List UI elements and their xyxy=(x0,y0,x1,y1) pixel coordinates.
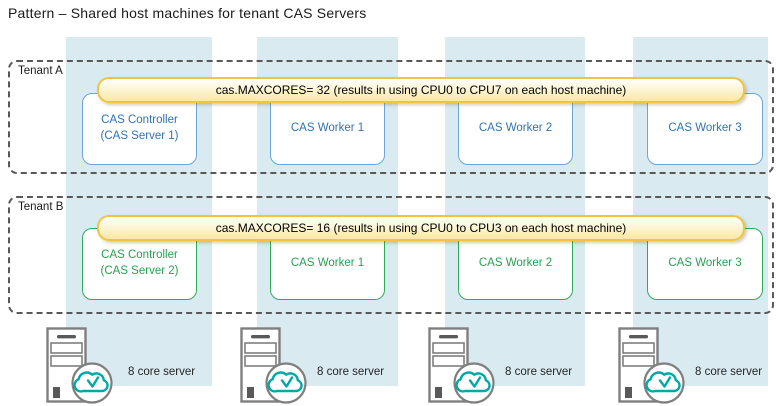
cas-cloud-icon xyxy=(267,371,303,393)
tenant-b-lane: Tenant B xyxy=(8,196,774,314)
server-tower-icon-2 xyxy=(240,327,307,404)
tenant-a-lane: Tenant A xyxy=(8,60,774,174)
tenant-a-cas-worker-1: CAS Worker 1 xyxy=(270,93,385,165)
tenant-a-maxcores-banner: cas.MAXCORES= 32 (results in using CPU0 … xyxy=(97,77,745,103)
tenant-a-cas-worker-2: CAS Worker 2 xyxy=(458,93,573,165)
tenant-a-cas-controller: CAS Controller (CAS Server 1) xyxy=(82,93,197,165)
tenant-a-label: Tenant A xyxy=(18,65,63,77)
diagram-title: Pattern – Shared host machines for tenan… xyxy=(8,5,367,21)
cas-cloud-icon xyxy=(73,371,109,393)
host-4-label: 8 core server xyxy=(695,366,763,378)
server-tower-icon-3 xyxy=(428,327,495,404)
host-3-label: 8 core server xyxy=(505,366,573,378)
cas-cloud-icon xyxy=(645,371,681,393)
tenant-a-cas-worker-3: CAS Worker 3 xyxy=(647,93,763,165)
server-tower-icon-1 xyxy=(46,327,113,404)
tenant-b-label: Tenant B xyxy=(18,201,64,213)
server-tower-icon-4 xyxy=(618,327,685,404)
cas-cloud-icon xyxy=(455,371,491,393)
host-2-label: 8 core server xyxy=(317,366,385,378)
host-1-label: 8 core server xyxy=(128,366,196,378)
tenant-b-maxcores-banner: cas.MAXCORES= 16 (results in using CPU0 … xyxy=(97,215,745,241)
